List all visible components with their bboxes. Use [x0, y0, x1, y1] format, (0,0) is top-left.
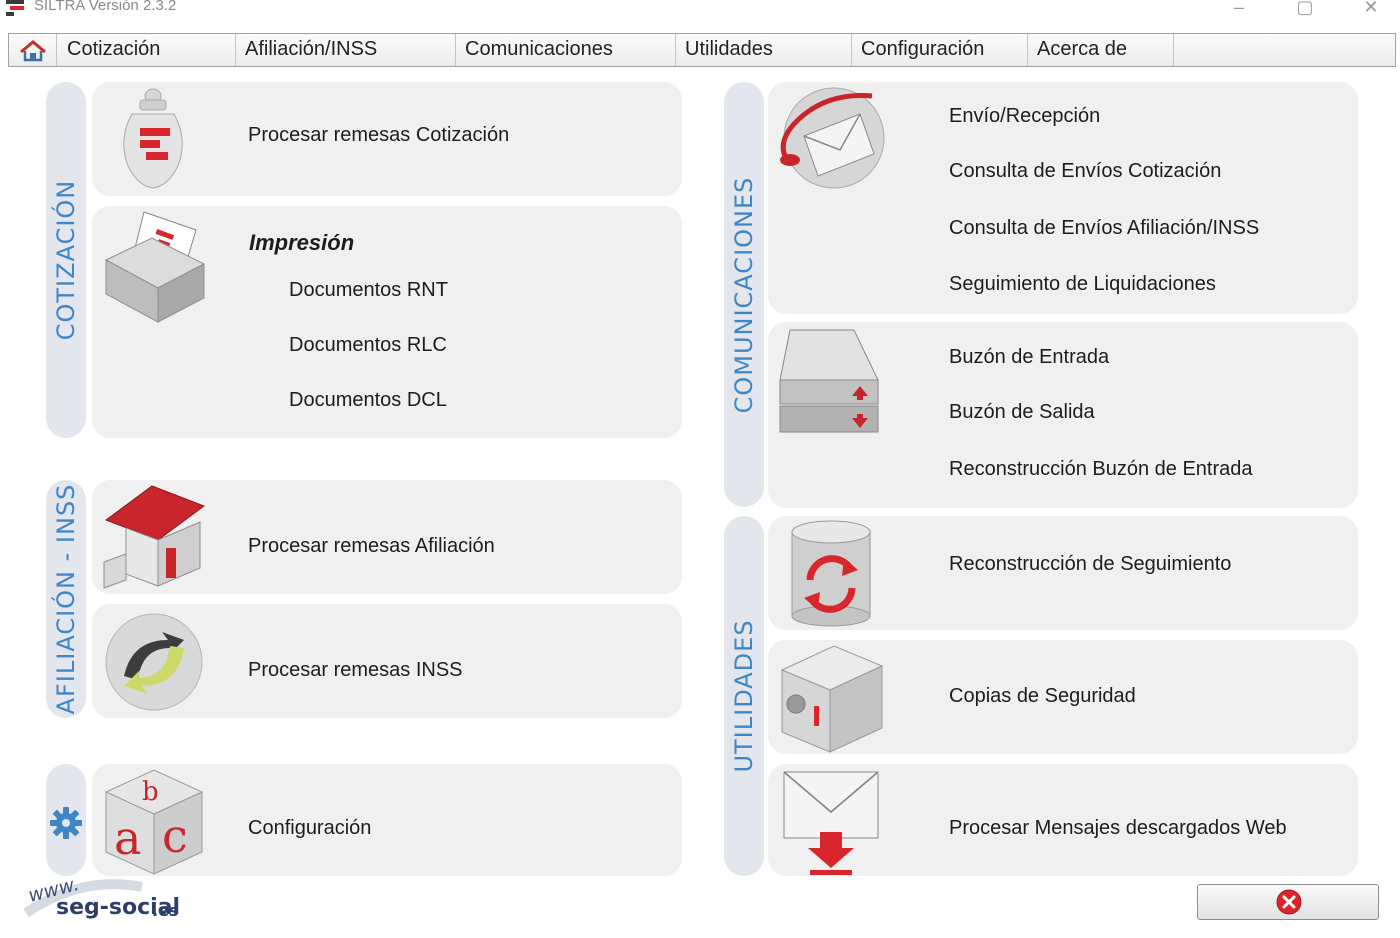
close-window-button[interactable]: ✕ [1363, 0, 1379, 17]
svg-text:b: b [142, 777, 159, 807]
section-tab-configuracion [46, 764, 86, 876]
gear-icon [50, 807, 82, 839]
envio-recepcion-link[interactable]: Envío/Recepción [949, 105, 1101, 127]
card-procesar-afiliacion[interactable]: Procesar remesas Afiliación [92, 480, 682, 594]
section-label-comunicaciones: COMUNICACIONES [730, 176, 758, 413]
abc-cube-icon: b a c [104, 769, 204, 875]
impresion-heading: Impresión [249, 230, 355, 255]
card-reconstruccion-seguimiento[interactable]: Reconstrucción de Seguimiento [768, 516, 1358, 630]
house-icon [103, 485, 206, 589]
procesar-mensajes-label: Procesar Mensajes descargados Web [949, 817, 1287, 839]
siltra-app-icon [6, 0, 24, 16]
card-procesar-inss[interactable]: Procesar remesas INSS [92, 604, 682, 718]
exit-button[interactable] [1197, 884, 1379, 920]
menu-home-button[interactable] [9, 34, 57, 66]
section-tab-comunicaciones: COMUNICACIONES [724, 82, 764, 507]
card-copias-seguridad[interactable]: Copias de Seguridad [768, 640, 1358, 754]
buzon-entrada-link[interactable]: Buzón de Entrada [949, 346, 1110, 368]
svg-text:c: c [162, 809, 188, 863]
documentos-dcl-link[interactable]: Documentos DCL [289, 389, 447, 411]
card-procesar-mensajes[interactable]: Procesar Mensajes descargados Web [768, 764, 1358, 876]
menu-afiliacion-inss[interactable]: Afiliación/INSS [236, 34, 456, 66]
procesar-cotizacion-label: Procesar remesas Cotización [248, 124, 510, 146]
database-refresh-icon [791, 520, 871, 627]
home-icon [20, 40, 46, 62]
svg-text:a: a [114, 811, 141, 865]
minimize-button[interactable]: – [1233, 0, 1244, 17]
envelope-download-icon [783, 771, 879, 875]
window-title: SILTRA Versión 2.3.2 [34, 0, 177, 14]
configuracion-label: Configuración [248, 817, 372, 839]
printer-icon [104, 211, 206, 323]
documentos-rlc-link[interactable]: Documentos RLC [289, 334, 447, 356]
section-tab-cotizacion: COTIZACIÓN [46, 82, 86, 438]
card-configuracion[interactable]: b a c Configuración [92, 764, 682, 876]
menu-cotizacion[interactable]: Cotización [58, 34, 236, 66]
card-buzones: Buzón de Entrada Buzón de Salida Reconst… [768, 322, 1358, 508]
card-impresion: Impresión Documentos RNT Documentos RLC … [92, 206, 682, 438]
section-label-afiliacion: AFILIACIÓN - INSS [52, 483, 80, 715]
money-jar-icon [123, 88, 183, 189]
section-tab-afiliacion: AFILIACIÓN - INSS [46, 480, 86, 718]
procesar-afiliacion-label: Procesar remesas Afiliación [248, 535, 495, 557]
section-label-utilidades: UTILIDADES [730, 619, 758, 773]
menu-utilidades[interactable]: Utilidades [676, 34, 852, 66]
seg-social-logo-mark [23, 879, 143, 918]
maximize-button[interactable]: ▢ [1296, 0, 1314, 17]
sync-swirl-icon [105, 613, 203, 711]
documentos-rnt-link[interactable]: Documentos RNT [289, 279, 448, 301]
consulta-envios-afiliacion-link[interactable]: Consulta de Envíos Afiliación/INSS [949, 217, 1260, 239]
reconstruccion-buzon-entrada-link[interactable]: Reconstrucción Buzón de Entrada [949, 458, 1253, 480]
title-bar: SILTRA Versión 2.3.2 – ▢ ✕ [0, 0, 1400, 30]
seg-social-logo[interactable]: www. seg-social .es [22, 873, 192, 933]
safe-box-icon [780, 645, 884, 753]
menu-bar: Cotización Afiliación/INSS Comunicacione… [8, 33, 1396, 67]
section-tab-utilidades: UTILIDADES [724, 516, 764, 876]
buzon-salida-link[interactable]: Buzón de Salida [949, 401, 1095, 423]
envelope-globe-icon [780, 87, 885, 189]
card-envio-recepcion: Envío/Recepción Consulta de Envíos Cotiz… [768, 82, 1358, 314]
copias-seguridad-label: Copias de Seguridad [949, 685, 1136, 707]
inbox-tray-icon [779, 329, 879, 433]
consulta-envios-cotizacion-link[interactable]: Consulta de Envíos Cotización [949, 160, 1222, 182]
logo-tld: .es [152, 901, 179, 920]
close-icon [1276, 889, 1302, 915]
menu-configuracion[interactable]: Configuración [852, 34, 1028, 66]
procesar-inss-label: Procesar remesas INSS [248, 659, 463, 681]
menu-acerca-de[interactable]: Acerca de [1028, 34, 1174, 66]
menu-comunicaciones[interactable]: Comunicaciones [456, 34, 676, 66]
reconstruccion-seguimiento-label: Reconstrucción de Seguimiento [949, 553, 1232, 575]
logo-name: seg-social [56, 895, 181, 920]
seguimiento-liquidaciones-link[interactable]: Seguimiento de Liquidaciones [949, 273, 1216, 295]
section-label-cotizacion: COTIZACIÓN [52, 179, 80, 341]
card-procesar-cotizacion[interactable]: Procesar remesas Cotización [92, 82, 682, 196]
